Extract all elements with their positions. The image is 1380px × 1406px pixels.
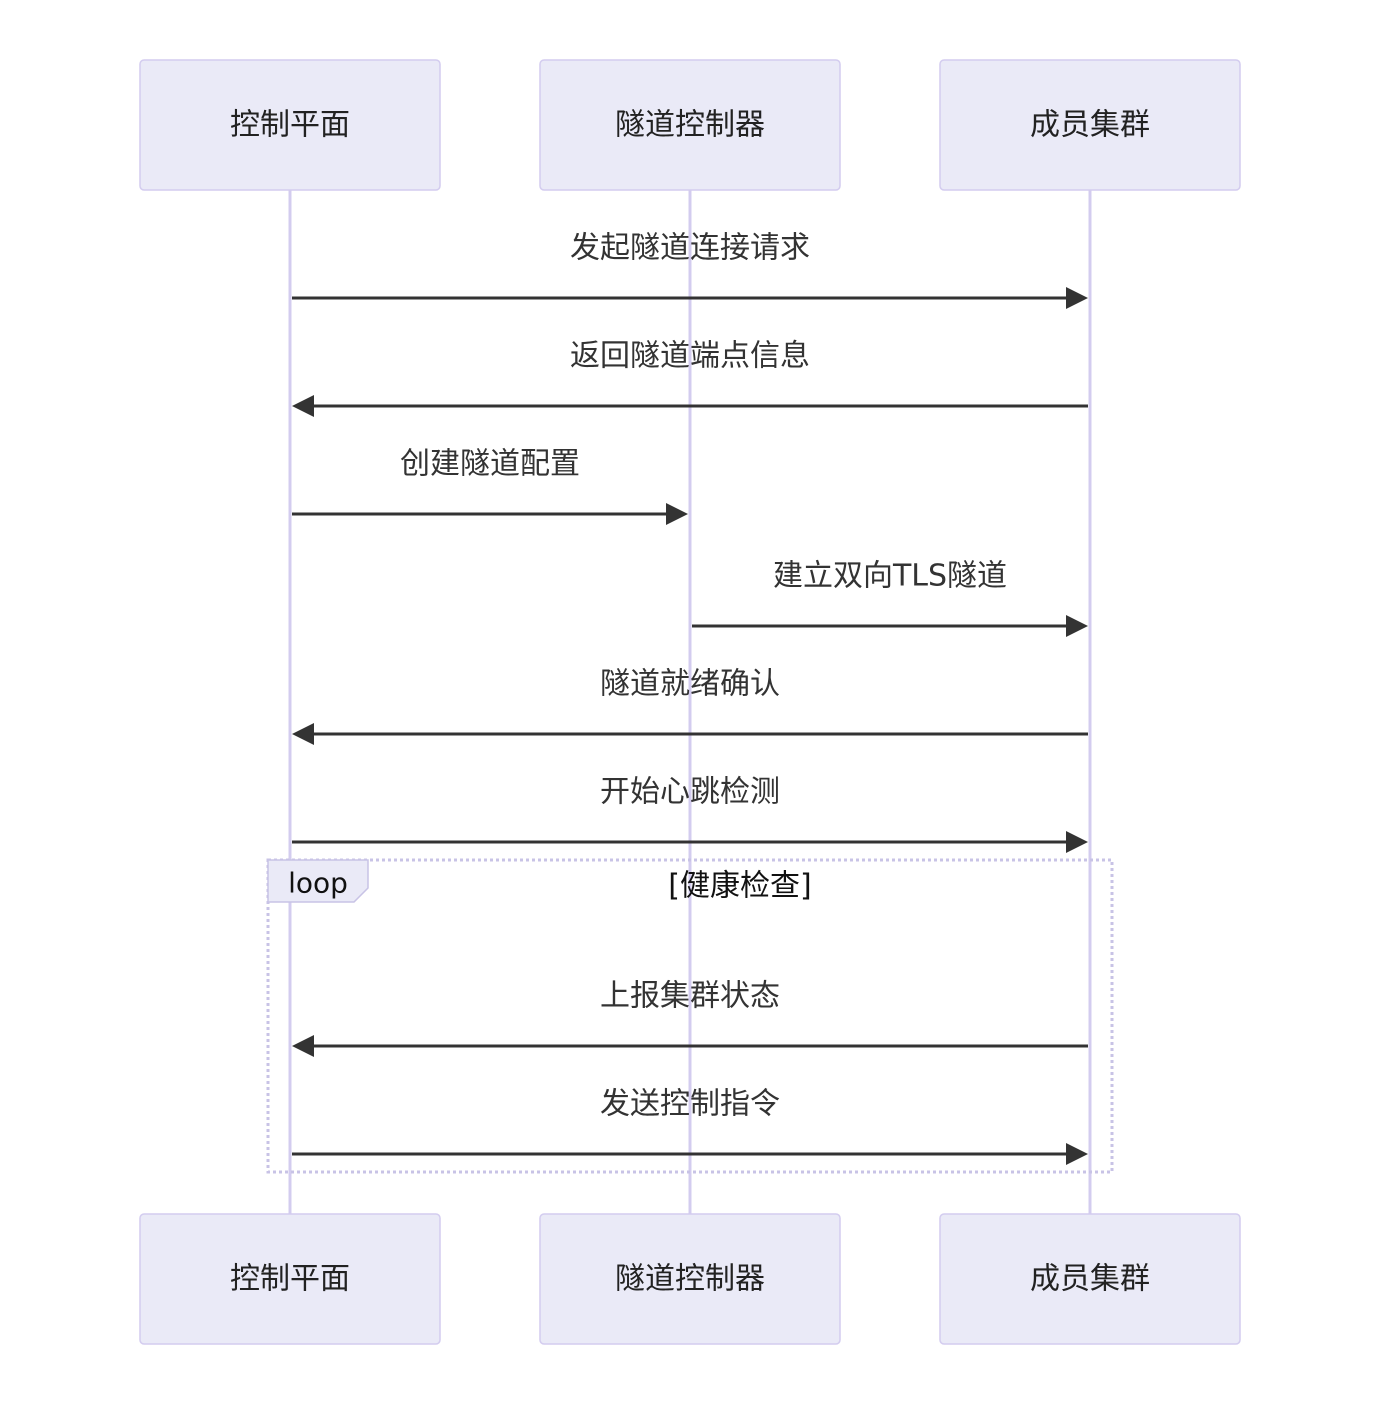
- actor-mc-top: 成员集群: [939, 59, 1241, 191]
- message-4: 建立双向TLS隧道: [692, 559, 1088, 637]
- message-label: 创建隧道配置: [400, 447, 580, 482]
- arrowhead-icon: [292, 723, 314, 745]
- message-1: 发起隧道连接请求: [292, 231, 1088, 309]
- arrowhead-icon: [1066, 831, 1088, 853]
- message-3: 创建隧道配置: [292, 447, 688, 525]
- actor-label: 隧道控制器: [615, 1262, 765, 1297]
- actor-label: 控制平面: [230, 108, 350, 143]
- messages: 发起隧道连接请求返回隧道端点信息创建隧道配置建立双向TLS隧道隧道就绪确认开始心…: [292, 231, 1088, 1165]
- actor-box: [539, 1213, 841, 1345]
- message-label: 上报集群状态: [600, 979, 780, 1014]
- message-2: 返回隧道端点信息: [292, 339, 1088, 417]
- loop-condition: [健康检查]: [668, 869, 811, 904]
- arrowhead-icon: [292, 1035, 314, 1057]
- message-7: 上报集群状态: [292, 979, 1088, 1057]
- actor-box: [139, 59, 441, 191]
- message-6: 开始心跳检测: [292, 775, 1088, 853]
- actor-mc-bottom: 成员集群: [939, 1213, 1241, 1345]
- actor-label: 成员集群: [1030, 1262, 1150, 1297]
- actor-box: [539, 59, 841, 191]
- actor-cp-bottom: 控制平面: [139, 1213, 441, 1345]
- actor-box: [939, 59, 1241, 191]
- actor-label: 隧道控制器: [615, 108, 765, 143]
- actor-tc-top: 隧道控制器: [539, 59, 841, 191]
- actor-box: [139, 1213, 441, 1345]
- actor-label: 控制平面: [230, 1262, 350, 1297]
- loop-block: loop [健康检查]: [266, 858, 1114, 1174]
- loop-keyword: loop: [288, 867, 348, 900]
- lifelines: [288, 190, 1092, 1214]
- actors-top: 控制平面 隧道控制器 成员集群: [139, 59, 1241, 191]
- message-8: 发送控制指令: [292, 1087, 1088, 1165]
- arrowhead-icon: [1066, 615, 1088, 637]
- arrowhead-icon: [1066, 287, 1088, 309]
- message-label: 隧道就绪确认: [600, 667, 780, 702]
- message-label: 开始心跳检测: [600, 775, 780, 810]
- message-5: 隧道就绪确认: [292, 667, 1088, 745]
- actors-bottom: 控制平面 隧道控制器 成员集群: [139, 1213, 1241, 1345]
- message-label: 发起隧道连接请求: [570, 231, 810, 266]
- message-label: 建立双向TLS隧道: [773, 559, 1007, 594]
- loop-frame: [266, 858, 1114, 1174]
- actor-cp-top: 控制平面: [139, 59, 441, 191]
- message-label: 返回隧道端点信息: [570, 339, 810, 374]
- actor-tc-bottom: 隧道控制器: [539, 1213, 841, 1345]
- actor-label: 成员集群: [1030, 108, 1150, 143]
- message-label: 发送控制指令: [600, 1087, 780, 1122]
- loop-tag: [267, 859, 369, 903]
- arrowhead-icon: [292, 395, 314, 417]
- actor-box: [939, 1213, 1241, 1345]
- arrowhead-icon: [1066, 1143, 1088, 1165]
- arrowhead-icon: [666, 503, 688, 525]
